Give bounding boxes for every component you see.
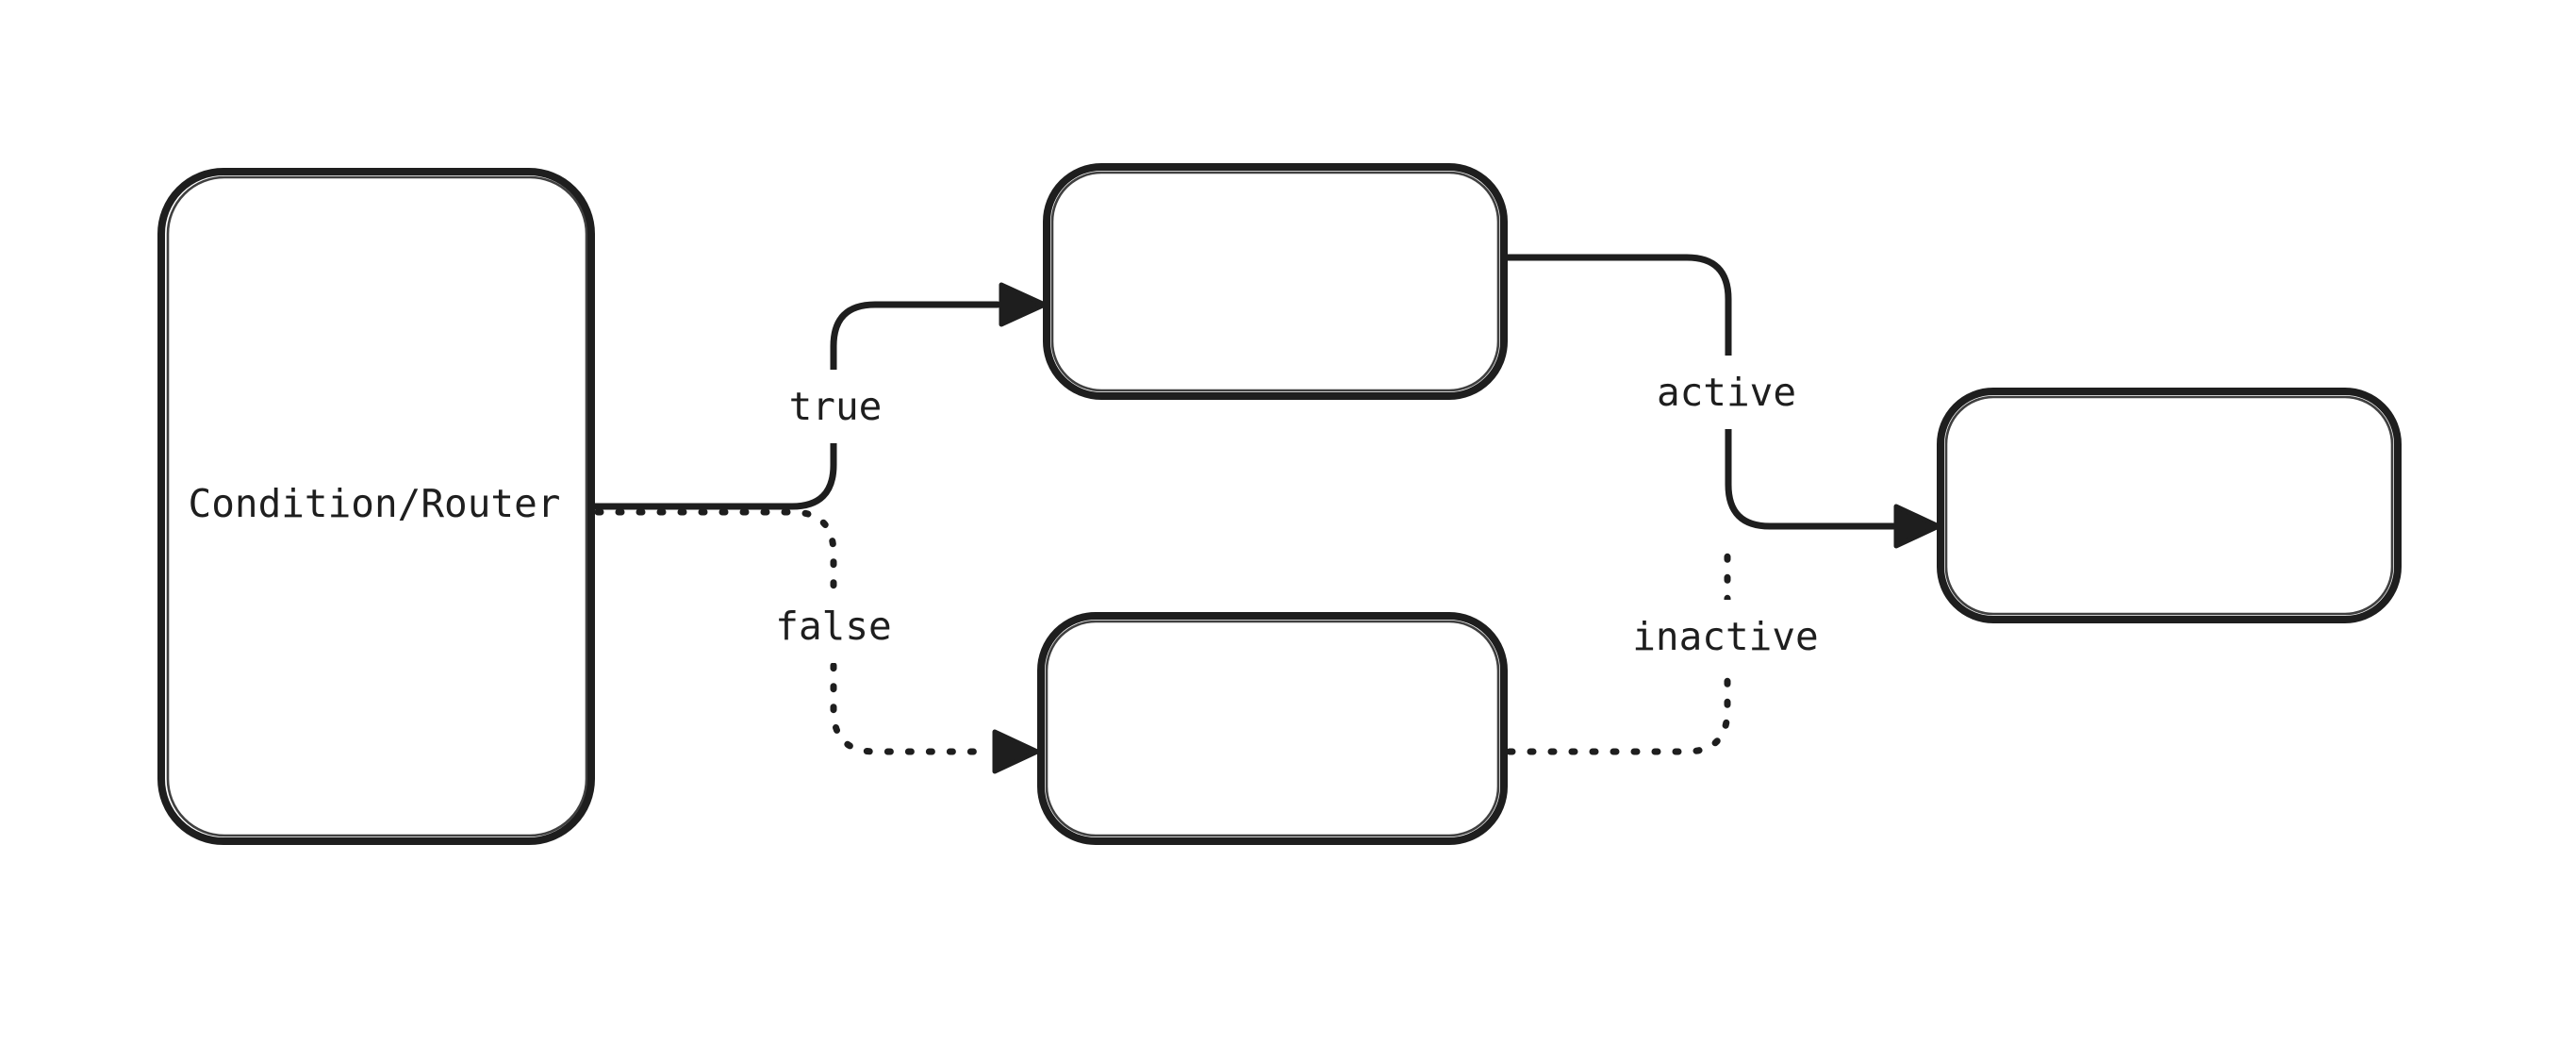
edge-active-label: active [1657, 370, 1796, 415]
false-target-box [1037, 612, 1508, 845]
condition-router-label: Condition/Router [189, 481, 561, 526]
condition-router-box-sketch [166, 175, 588, 837]
edge-true-label-bg [760, 370, 907, 443]
edge-active-label-bg [1638, 356, 1815, 429]
condition-router-box [157, 168, 595, 845]
edge-inactive [1506, 538, 1731, 755]
edge-false-label-group: false [754, 589, 913, 663]
edge-active-label-group: active [1638, 356, 1815, 429]
false-target-node [1037, 612, 1508, 845]
true-target-box [1043, 163, 1508, 400]
edge-inactive-line [1506, 538, 1731, 755]
condition-router-node: Condition/Router [157, 168, 595, 845]
edge-false-arrowhead-icon [992, 729, 1040, 774]
edge-active-arrowhead-icon [1893, 504, 1941, 549]
edge-true-label-group: true [760, 370, 907, 443]
edge-inactive-label-group: inactive [1612, 600, 1839, 673]
merge-target-node [1937, 388, 2402, 623]
edge-false-label-bg [754, 589, 913, 663]
true-target-box-sketch [1050, 171, 1500, 392]
edge-true-arrowhead-icon [999, 282, 1048, 327]
edge-true-label: true [789, 384, 883, 429]
edge-false [594, 508, 1040, 774]
edge-false-line [594, 508, 992, 755]
edge-inactive-label: inactive [1632, 614, 1818, 659]
edge-false-label: false [775, 604, 891, 649]
edge-inactive-label-bg [1612, 600, 1839, 673]
true-target-node [1043, 163, 1508, 400]
merge-target-box-sketch [1944, 395, 2394, 616]
merge-target-box [1937, 388, 2402, 623]
false-target-box-sketch [1045, 620, 1500, 837]
